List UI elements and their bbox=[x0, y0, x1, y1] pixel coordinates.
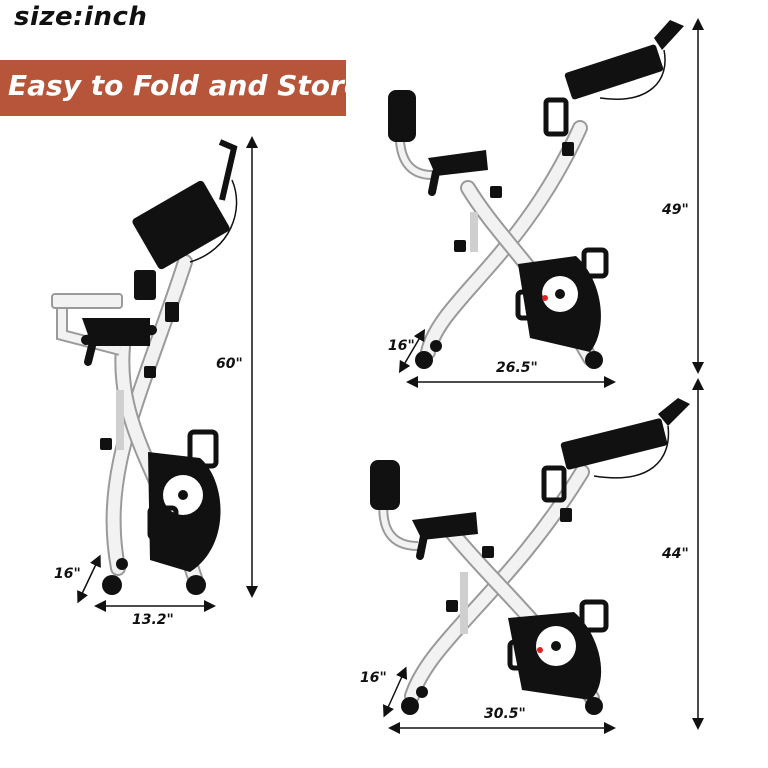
upright-bike bbox=[388, 20, 684, 369]
folded-length-label: 13.2" bbox=[132, 612, 174, 628]
upright-height-label: 49" bbox=[662, 202, 689, 218]
upright-width-label: 16" bbox=[388, 338, 415, 354]
recumbent-length-label: 30.5" bbox=[484, 706, 526, 722]
size-unit-label: size:inch bbox=[14, 2, 148, 32]
folded-width-label: 16" bbox=[54, 566, 81, 582]
upright-length-label: 26.5" bbox=[496, 360, 538, 376]
fold-store-banner: Easy to Fold and Store bbox=[0, 60, 363, 116]
folded-height-label: 60" bbox=[216, 356, 243, 372]
recumbent-bike bbox=[370, 398, 690, 715]
recumbent-height-label: 44" bbox=[662, 546, 689, 562]
folded-bike bbox=[51, 139, 238, 595]
recumbent-width-label: 16" bbox=[360, 670, 387, 686]
banner-text: Easy to Fold and Store bbox=[8, 69, 363, 102]
